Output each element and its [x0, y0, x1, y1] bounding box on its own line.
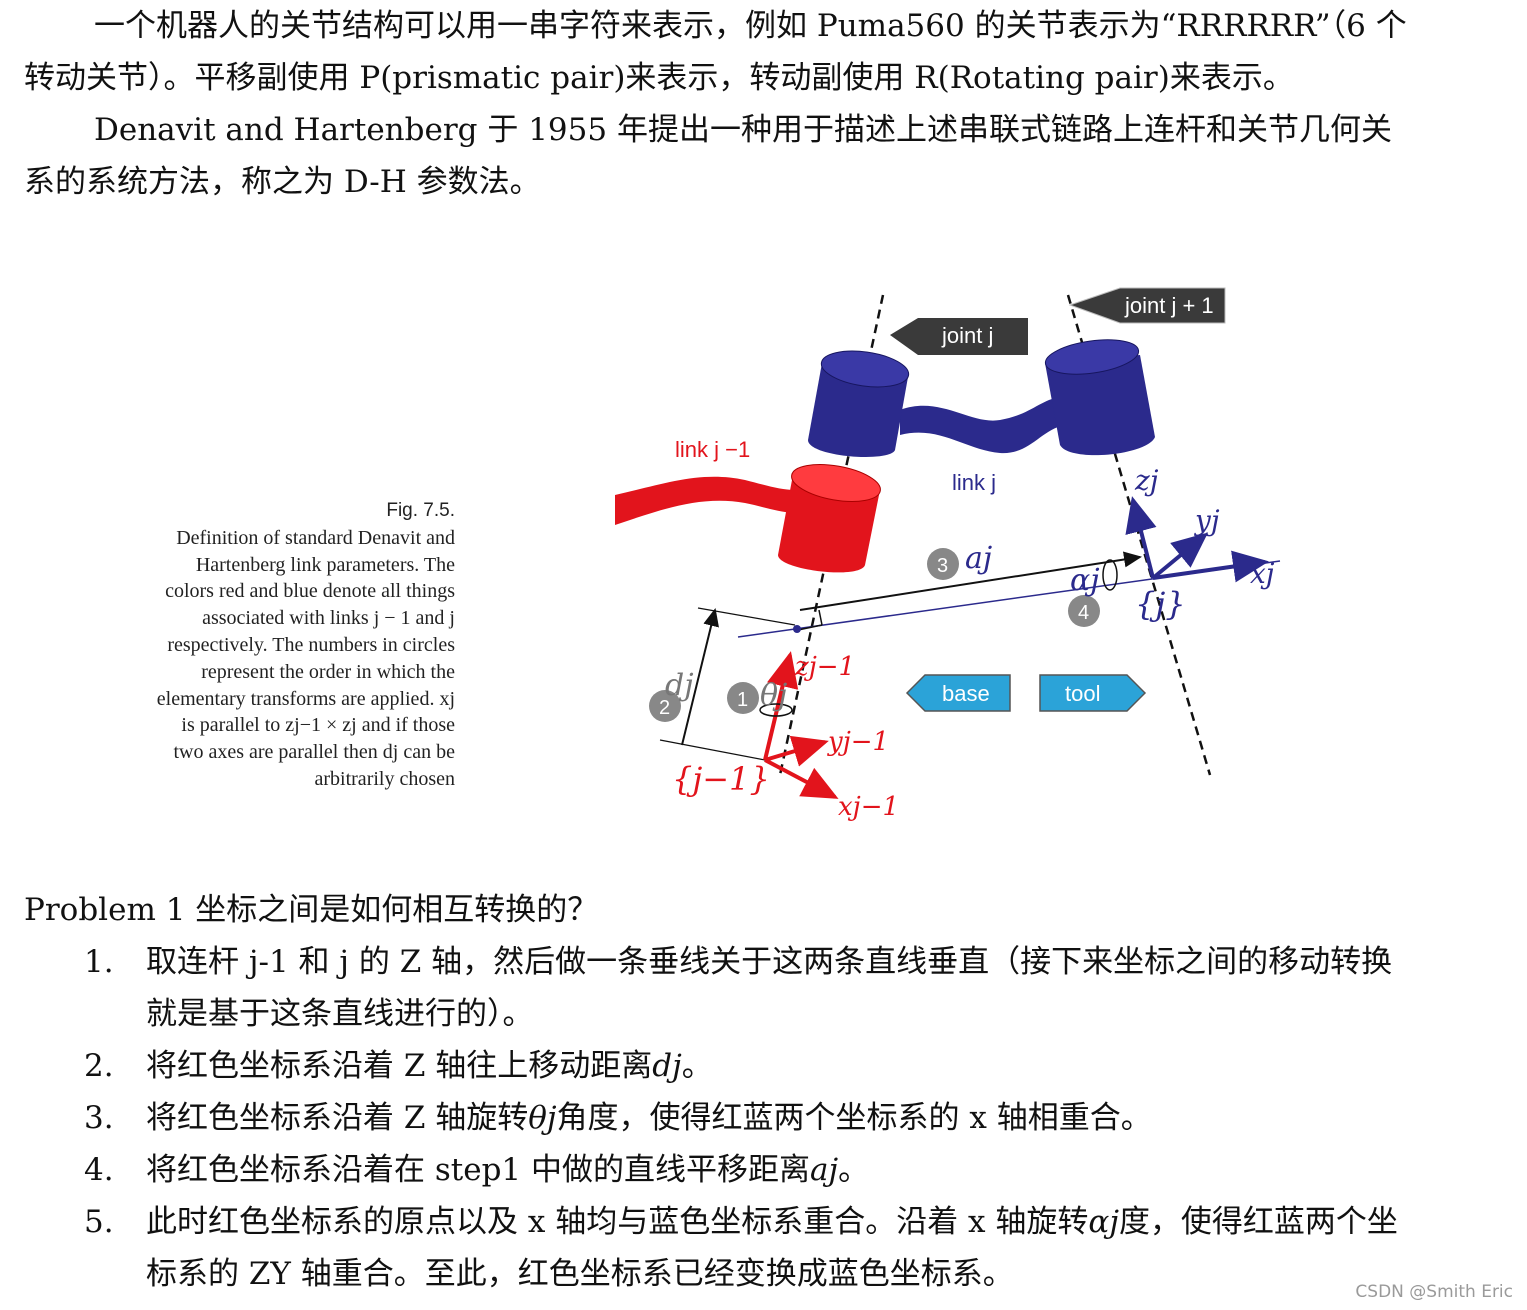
- list-item: 3.将红色坐标系沿着 Z 轴旋转θj角度，使得红蓝两个坐标系的 x 轴相重合。: [84, 1100, 1152, 1136]
- list-item: 2.将红色坐标系沿着 Z 轴往上移动距离dj。: [84, 1048, 713, 1084]
- xj-label: xj: [1250, 557, 1275, 590]
- joint-j1-tag: joint j + 1: [1068, 287, 1226, 324]
- tool-label: tool: [1065, 681, 1100, 706]
- dj-symbol: dj: [665, 668, 694, 703]
- zj1-axis-arrow: [763, 651, 799, 761]
- joint-j1-label: joint j + 1: [1124, 293, 1214, 318]
- aj-symbol: aj: [965, 541, 992, 576]
- link-j-shape: [900, 397, 1065, 454]
- zj1-label: zj−1: [794, 652, 855, 682]
- watermark: CSDN @Smith Eric: [1355, 1282, 1513, 1302]
- figure-caption: Fig. 7.5. Definition of standard Denavit…: [150, 498, 455, 793]
- frame-j1-label: {j−1}: [672, 760, 770, 798]
- zj-axis-arrow: [1125, 496, 1157, 579]
- joint-j-tag: joint j: [890, 318, 1028, 355]
- origin-point: [793, 625, 801, 633]
- figure-caption-body: Definition of standard Denavit and Harte…: [156, 526, 455, 790]
- joint-j-label: joint j: [941, 323, 993, 348]
- problem-steps-list: 1.取连杆 j-1 和 j 的 Z 轴，然后做一条垂线关于这两条直线垂直（接下来…: [24, 936, 1414, 1300]
- right-angle-mark: [797, 624, 823, 631]
- svg-text:2: 2: [659, 697, 670, 719]
- list-item: 4.将红色坐标系沿着在 step1 中做的直线平移距离aj。: [84, 1152, 870, 1188]
- link-j-label: link j: [952, 470, 996, 495]
- xj1-axis-arrow: [764, 758, 839, 799]
- frame-j-label: {j}: [1135, 585, 1186, 623]
- intro-paragraph-1: 一个机器人的关节结构可以用一串字符来表示，例如 Puma560 的关节表示为“R…: [24, 8, 1407, 96]
- thetaj-symbol: θj: [760, 678, 787, 713]
- step-circle-4: 4: [1068, 595, 1100, 627]
- dh-parameters-figure: joint j joint j + 1 link j −1 link j 1 2…: [615, 287, 1281, 822]
- yj1-label: yj−1: [827, 727, 889, 757]
- step-circle-3: 3: [927, 548, 959, 580]
- intro-paragraph-2: Denavit and Hartenberg 于 1955 年提出一种用于描述上…: [24, 112, 1392, 200]
- step-circle-1: 1: [727, 682, 759, 714]
- theta-rotation-mark: [759, 703, 793, 717]
- problem-title: Problem 1 坐标之间是如何相互转换的？: [24, 892, 599, 928]
- svg-text:3: 3: [937, 555, 948, 577]
- figure-caption-title: Fig. 7.5.: [386, 500, 455, 521]
- list-item: 1.取连杆 j-1 和 j 的 Z 轴，然后做一条垂线关于这两条直线垂直（接下来…: [84, 944, 1393, 1032]
- svg-text:4: 4: [1078, 602, 1089, 624]
- base-label: base: [942, 681, 990, 706]
- link-j-minus-1-shape: [615, 476, 798, 525]
- xj-axis-arrow: [1152, 550, 1269, 583]
- yj1-axis-arrow: [764, 735, 829, 767]
- link-j-minus-1-label: link j −1: [675, 437, 750, 462]
- alphaj-symbol: αj: [1070, 563, 1100, 598]
- aj-arrow: [799, 551, 1142, 611]
- blue-joint-cylinder-j1: [1044, 339, 1155, 456]
- yj-label: yj: [1193, 504, 1220, 537]
- blue-joint-cylinder-j: [808, 350, 910, 458]
- dj-dimension: [681, 608, 719, 746]
- red-joint-cylinder: [778, 464, 881, 573]
- zj-label: zj: [1134, 464, 1159, 497]
- tool-tag: tool: [1039, 674, 1147, 712]
- svg-text:1: 1: [737, 689, 748, 711]
- yj-axis-arrow: [1151, 532, 1209, 580]
- step-circle-2: 2: [649, 690, 681, 722]
- xj1-label: xj−1: [838, 792, 899, 822]
- list-item: 5.此时红色坐标系的原点以及 x 轴均与蓝色坐标系重合。沿着 x 轴旋转αj度，…: [84, 1204, 1398, 1292]
- alpha-rotation-mark: [1102, 559, 1118, 591]
- base-tag: base: [905, 674, 1011, 712]
